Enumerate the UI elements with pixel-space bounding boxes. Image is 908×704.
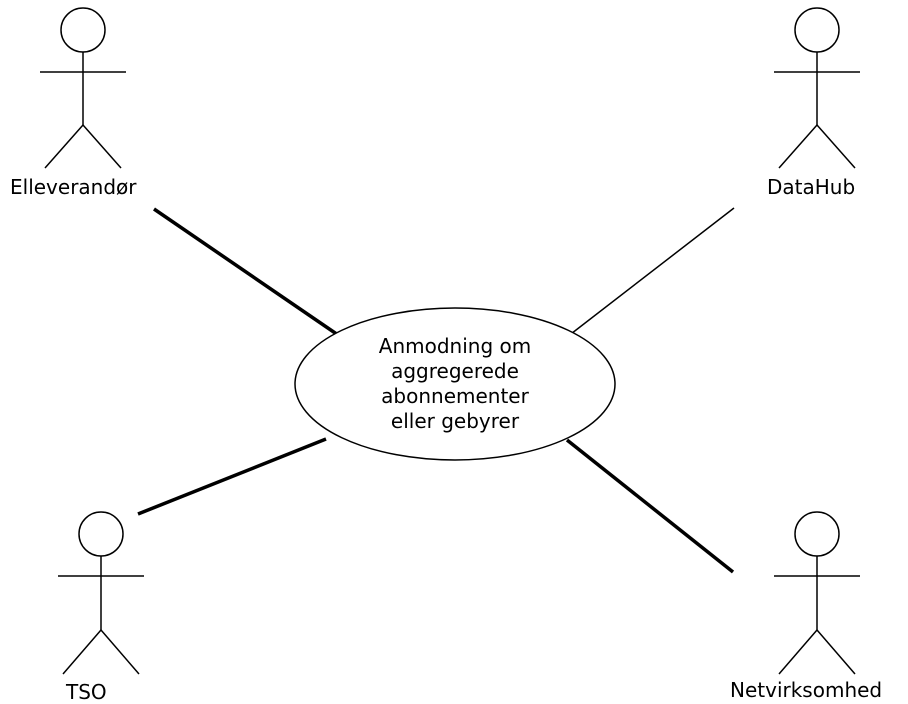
actor-elleverandor-figure[interactable] [40, 7, 126, 169]
use-case-line-4: eller gebyrer [390, 409, 520, 433]
use-case-ellipse[interactable] [294, 307, 616, 461]
actor-label-netvirksomhed: Netvirksomhed [730, 678, 883, 702]
actor-left-leg [62, 629, 102, 675]
actor-head [794, 511, 840, 557]
actor-left-leg [44, 124, 84, 169]
actor-label-datahub: DataHub [767, 175, 856, 199]
actor-right-leg [816, 629, 856, 675]
actor-label-elleverandor: Elleverandør [10, 175, 137, 199]
use-case-label: Anmodning om aggregerede abonnementer el… [300, 334, 610, 434]
use-case-line-1: Anmodning om [378, 334, 532, 358]
actor-right-leg [82, 124, 122, 169]
actor-right-leg [816, 124, 856, 169]
actor-head [794, 7, 840, 53]
association-tso [137, 437, 327, 516]
actor-left-leg [778, 124, 818, 169]
actor-netvirksomhed-figure[interactable] [774, 511, 860, 675]
association-datahub [566, 207, 735, 338]
use-case-line-3: abonnementer [381, 384, 529, 408]
actor-head [60, 7, 106, 53]
actor-label-tso: TSO [66, 680, 107, 704]
use-case-line-2: aggregerede [391, 359, 519, 383]
actor-left-leg [778, 629, 818, 675]
actor-tso-figure[interactable] [58, 511, 144, 675]
association-netvirksomhed [565, 438, 735, 574]
actor-head [78, 511, 124, 557]
association-elleverandor [153, 207, 342, 339]
actor-right-leg [100, 629, 140, 675]
actor-datahub-figure[interactable] [774, 7, 860, 169]
